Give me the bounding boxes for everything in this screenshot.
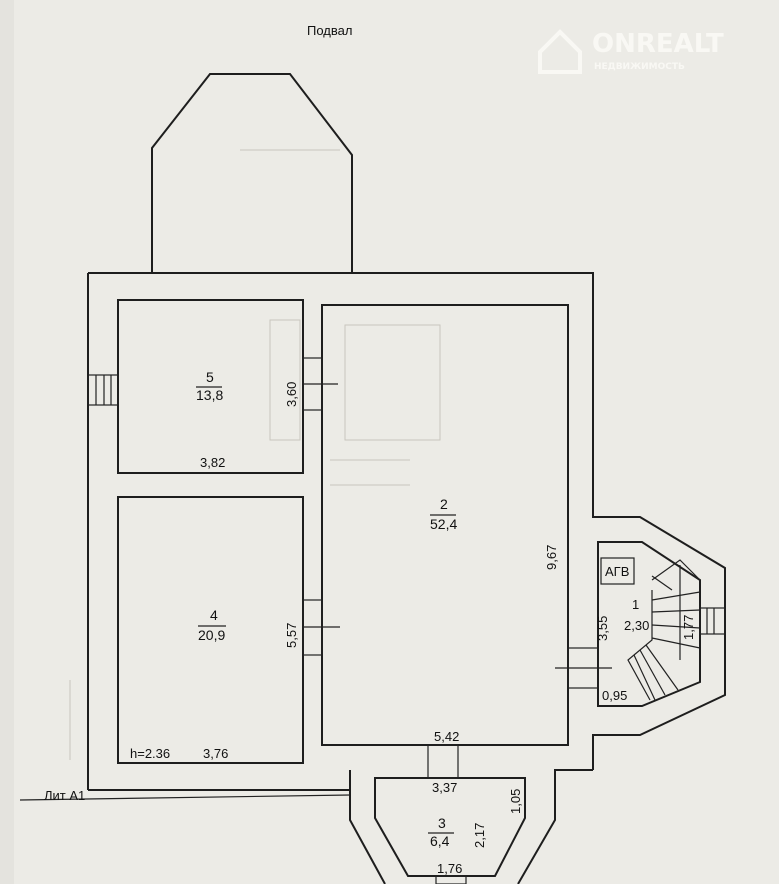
room-number: 1 bbox=[632, 597, 639, 612]
staircase bbox=[627, 559, 701, 701]
room-number: 5 bbox=[206, 369, 214, 385]
dim-label: 3,60 bbox=[284, 382, 299, 407]
room-area: 2,30 bbox=[624, 618, 649, 633]
dim-label: 3,37 bbox=[432, 780, 457, 795]
dim-label: 3,76 bbox=[203, 746, 228, 761]
room-area: 13,8 bbox=[196, 387, 223, 403]
room-area: 6,4 bbox=[430, 833, 450, 849]
dim-label: 9,67 bbox=[544, 545, 559, 570]
dim-label: 1,76 bbox=[437, 861, 462, 876]
watermark-logo: ONREALT НЕДВИЖИМОСТЬ bbox=[538, 29, 724, 74]
room-area: 20,9 bbox=[198, 627, 225, 643]
faint-underlay bbox=[69, 149, 441, 760]
room-area: 52,4 bbox=[430, 516, 457, 532]
dim-label: 5,57 bbox=[284, 623, 299, 648]
dimensions: 3,82 3,60 3,76 h=2.36 5,57 9,67 5,42 3,5… bbox=[130, 382, 696, 876]
dim-label: 1,77 bbox=[681, 615, 696, 640]
dim-label: 3,82 bbox=[200, 455, 225, 470]
boiler-box bbox=[600, 557, 635, 585]
lit-label: Лит А1 bbox=[44, 788, 85, 803]
walls bbox=[19, 73, 726, 884]
room-number: 2 bbox=[440, 496, 448, 512]
dim-label: 1,05 bbox=[508, 789, 523, 814]
dim-label: 2,17 bbox=[472, 823, 487, 848]
room-number: 3 bbox=[438, 815, 446, 831]
watermark-subtitle: НЕДВИЖИМОСТЬ bbox=[594, 62, 685, 72]
watermark-brand: ONREALT bbox=[592, 29, 724, 59]
plan-title: Подвал bbox=[307, 23, 352, 38]
boiler-label: АГВ bbox=[605, 564, 629, 579]
room-5: 5 13,8 bbox=[196, 369, 223, 403]
room-3: 3 6,4 bbox=[428, 815, 454, 849]
room-number: 4 bbox=[210, 607, 218, 623]
dim-label: h=2.36 bbox=[130, 746, 170, 761]
room-4: 4 20,9 bbox=[198, 607, 226, 643]
dim-label: 0,95 bbox=[602, 688, 627, 703]
dim-label: 3,55 bbox=[595, 616, 610, 641]
room-2: 2 52,4 bbox=[430, 496, 457, 532]
dim-label: 5,42 bbox=[434, 729, 459, 744]
room-1: 1 2,30 bbox=[624, 597, 649, 633]
